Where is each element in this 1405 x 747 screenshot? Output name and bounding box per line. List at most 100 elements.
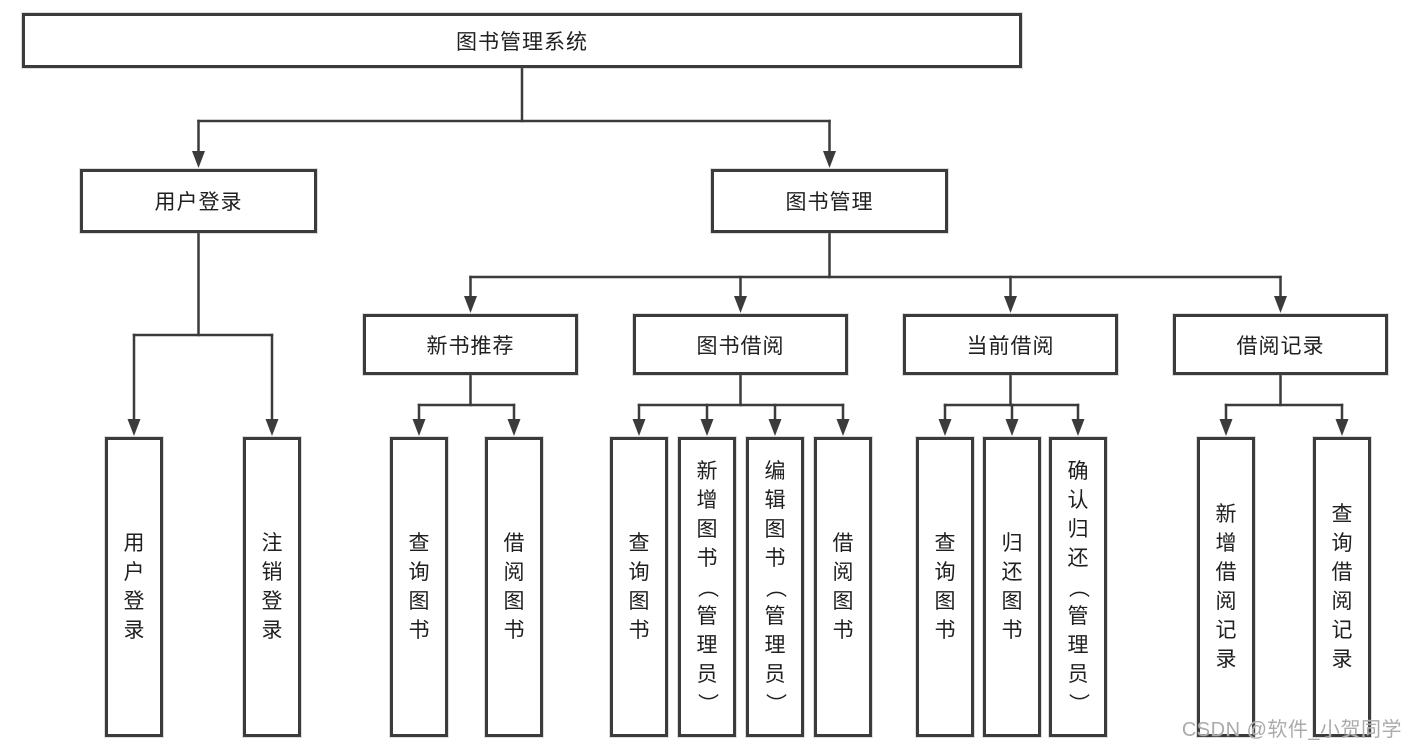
arrowhead-icon <box>768 419 782 436</box>
node-char: 管 <box>696 604 718 628</box>
node-leaf-bb-edit: 编辑图书（管理员） <box>746 437 804 737</box>
node-borrow-records: 借阅记录 <box>1173 314 1388 375</box>
node-char: 录 <box>1215 648 1237 671</box>
arrowhead-icon <box>836 419 850 436</box>
node-char: 图 <box>628 590 650 613</box>
arrowhead-icon <box>734 296 747 313</box>
node-char: 借 <box>503 532 525 555</box>
node-char: ） <box>695 692 719 714</box>
node-char: 增 <box>1215 532 1237 555</box>
arrowhead-icon <box>507 419 521 436</box>
arrowhead-icon <box>632 419 646 436</box>
node-leaf-logout: 注销登录 <box>243 437 301 737</box>
node-char: 辑 <box>764 488 786 512</box>
node-char: 认 <box>1067 488 1089 512</box>
node-char: 查 <box>1331 503 1353 526</box>
node-char: 登 <box>261 590 283 613</box>
node-char: 管 <box>764 604 786 628</box>
node-char: 理 <box>1067 633 1089 657</box>
node-char: 查 <box>408 532 430 555</box>
arrowhead-icon <box>1335 419 1349 436</box>
node-leaf-nb-query: 查询图书 <box>390 437 448 737</box>
node-char: 图 <box>764 517 786 541</box>
node-char: 编 <box>764 459 786 483</box>
node-char: 图 <box>832 590 854 613</box>
node-char: ） <box>1066 692 1090 714</box>
arrowhead-icon <box>700 419 714 436</box>
node-char: 阅 <box>1331 590 1353 613</box>
node-label: 借阅记录 <box>1236 334 1325 358</box>
arrowhead-icon <box>127 419 141 436</box>
node-char: 图 <box>934 590 956 613</box>
node-char: 书 <box>1001 619 1023 642</box>
node-leaf-cb-return: 归还图书 <box>983 437 1041 737</box>
node-char: 图 <box>696 517 718 541</box>
node-char: 增 <box>696 488 718 512</box>
node-char: 借 <box>1215 561 1237 584</box>
node-char: 记 <box>1331 619 1353 642</box>
node-label: 图书管理 <box>785 191 874 214</box>
node-leaf-br-query: 查询借阅记录 <box>1313 437 1371 737</box>
node-char: 图 <box>1001 590 1023 613</box>
node-char: 询 <box>1331 532 1353 555</box>
node-current-borrow: 当前借阅 <box>903 314 1118 375</box>
node-char: 书 <box>696 546 718 570</box>
node-char: 阅 <box>832 561 854 584</box>
node-char: 登 <box>123 590 145 613</box>
node-char: 新 <box>696 459 718 483</box>
node-char: （ <box>695 576 719 598</box>
node-char: 查 <box>628 532 650 555</box>
node-char: ） <box>763 692 787 714</box>
node-book-mgmt: 图书管理 <box>711 169 948 233</box>
node-char: 询 <box>628 561 650 584</box>
arrowhead-icon <box>265 419 279 436</box>
node-char: 图 <box>503 590 525 613</box>
node-char: 书 <box>628 619 650 642</box>
node-leaf-br-add: 新增借阅记录 <box>1197 437 1255 737</box>
arrowhead-icon <box>823 151 836 168</box>
node-char: 销 <box>261 561 283 584</box>
node-leaf-bb-add: 新增图书（管理员） <box>678 437 736 737</box>
node-char: 阅 <box>1215 590 1237 613</box>
node-char: 还 <box>1001 561 1023 584</box>
node-char: 户 <box>123 561 145 584</box>
arrowhead-icon <box>1004 296 1017 313</box>
node-char: 用 <box>123 532 145 555</box>
node-char: 员 <box>764 662 786 686</box>
node-char: 还 <box>1067 546 1089 570</box>
node-char: 记 <box>1215 619 1237 642</box>
node-label: 图书借阅 <box>696 334 785 358</box>
node-char: 书 <box>408 619 430 642</box>
node-label: 当前借阅 <box>966 334 1055 358</box>
node-char: （ <box>1066 576 1090 598</box>
node-char: 录 <box>261 619 283 642</box>
node-char: 书 <box>764 546 786 570</box>
node-root: 图书管理系统 <box>22 13 1022 68</box>
node-char: 录 <box>123 619 145 642</box>
node-leaf-nb-borrow: 借阅图书 <box>485 437 543 737</box>
arrowhead-icon <box>192 151 205 168</box>
node-label: 新书推荐 <box>426 334 515 358</box>
node-leaf-cb-query: 查询图书 <box>916 437 974 737</box>
node-book-borrow: 图书借阅 <box>633 314 848 375</box>
node-char: 理 <box>764 633 786 657</box>
arrowhead-icon <box>1274 296 1287 313</box>
arrowhead-icon <box>1219 419 1233 436</box>
node-char: 查 <box>934 532 956 555</box>
node-char: 图 <box>408 590 430 613</box>
node-char: 书 <box>503 619 525 642</box>
node-leaf-bb-borrow: 借阅图书 <box>814 437 872 737</box>
node-leaf-user-login: 用户登录 <box>105 437 163 737</box>
node-char: 员 <box>1067 662 1089 686</box>
node-char: 借 <box>832 532 854 555</box>
arrowhead-icon <box>1005 419 1019 436</box>
node-char: 确 <box>1067 459 1089 483</box>
node-char: 归 <box>1067 517 1089 541</box>
node-leaf-cb-confirm: 确认归还（管理员） <box>1049 437 1107 737</box>
node-label: 图书管理系统 <box>456 30 588 54</box>
node-user-login: 用户登录 <box>80 169 317 233</box>
node-char: 书 <box>832 619 854 642</box>
node-char: 借 <box>1331 561 1353 584</box>
